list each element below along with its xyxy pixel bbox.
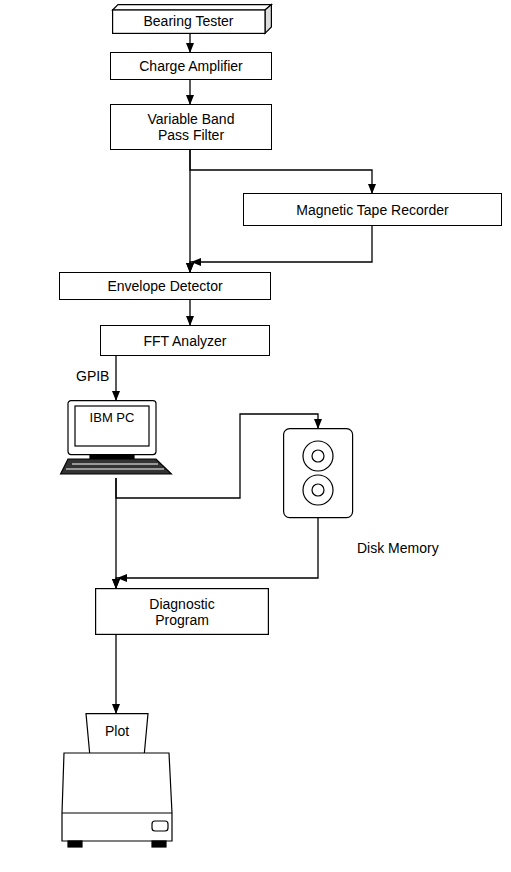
- reel: [303, 441, 333, 471]
- computer-icon: IBM PC: [60, 400, 172, 478]
- signal-connector: [190, 150, 372, 193]
- printer-seam: [62, 812, 172, 813]
- signal-connector: [115, 478, 116, 588]
- screen: [75, 406, 149, 446]
- signal-connector: [115, 635, 116, 713]
- printer-body: [62, 753, 172, 841]
- printer-foot: [152, 841, 166, 847]
- signal-connector: [115, 356, 116, 400]
- box-label: Charge Amplifier: [139, 58, 243, 74]
- process-box: Charge Amplifier: [110, 52, 272, 80]
- reel-hub: [312, 450, 324, 462]
- tester-block: Bearing Tester: [112, 4, 272, 34]
- reel-hub: [312, 484, 324, 496]
- icon-caption: Disk Memory: [357, 540, 439, 556]
- drive-body: [284, 429, 353, 518]
- box-label: Magnetic Tape Recorder: [296, 202, 448, 218]
- signal-connector: [116, 518, 318, 588]
- block-top: [113, 5, 272, 10]
- process-box: Magnetic Tape Recorder: [243, 193, 502, 226]
- reel: [303, 475, 333, 505]
- box-label: FFT Analyzer: [144, 333, 227, 349]
- tape-drive-drawing: [283, 428, 433, 558]
- keyboard: [61, 459, 172, 474]
- printer-foot: [68, 841, 82, 847]
- monitor: [68, 401, 156, 455]
- box-label: Diagnostic Program: [137, 596, 227, 628]
- process-box: FFT Analyzer: [100, 325, 270, 356]
- signal-connector: [189, 80, 190, 104]
- key-row: [66, 469, 164, 470]
- predefined-process-box: Diagnostic Program: [95, 588, 269, 635]
- paper-sheet: [86, 714, 148, 757]
- block-front: [113, 10, 265, 33]
- key-row: [72, 464, 158, 465]
- signal-connector: [189, 300, 190, 325]
- signal-connector: [190, 226, 372, 272]
- box-label: Envelope Detector: [107, 278, 222, 294]
- process-box: Variable Band Pass Filter: [110, 104, 272, 150]
- block-side: [265, 5, 271, 34]
- box-label: Variable Band Pass Filter: [136, 111, 246, 143]
- box-label: Bearing Tester: [112, 13, 265, 29]
- monitor-base: [90, 455, 134, 459]
- outline: [96, 589, 269, 635]
- disk-memory-icon: Disk Memory: [283, 428, 433, 558]
- screen-label: IBM PC: [76, 410, 148, 426]
- process-box: Envelope Detector: [59, 272, 271, 300]
- bus-label: GPIB: [76, 368, 109, 384]
- signal-connector: [189, 34, 190, 52]
- printer-knob: [152, 821, 168, 831]
- printer-icon: Plot: [60, 713, 173, 863]
- paper-label: Plot: [88, 723, 146, 739]
